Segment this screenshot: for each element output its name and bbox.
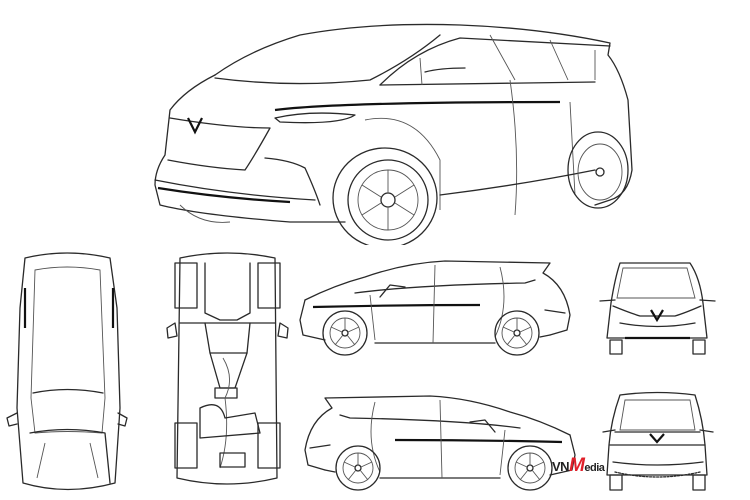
top-view	[5, 248, 130, 498]
perspective-view	[140, 10, 640, 245]
watermark-accent: M	[569, 455, 585, 476]
logo-v-icon	[649, 433, 665, 444]
front-view	[595, 258, 720, 358]
side-view-right	[295, 390, 580, 495]
watermark-suffix: edia	[584, 462, 605, 474]
bottom-view	[165, 248, 290, 493]
side-view-left	[295, 255, 580, 360]
watermark-logo: VN M edia	[552, 455, 605, 477]
rear-view	[595, 390, 720, 495]
logo-v-icon	[187, 117, 203, 135]
watermark-prefix: VN	[552, 459, 570, 474]
logo-v-icon	[650, 309, 664, 323]
